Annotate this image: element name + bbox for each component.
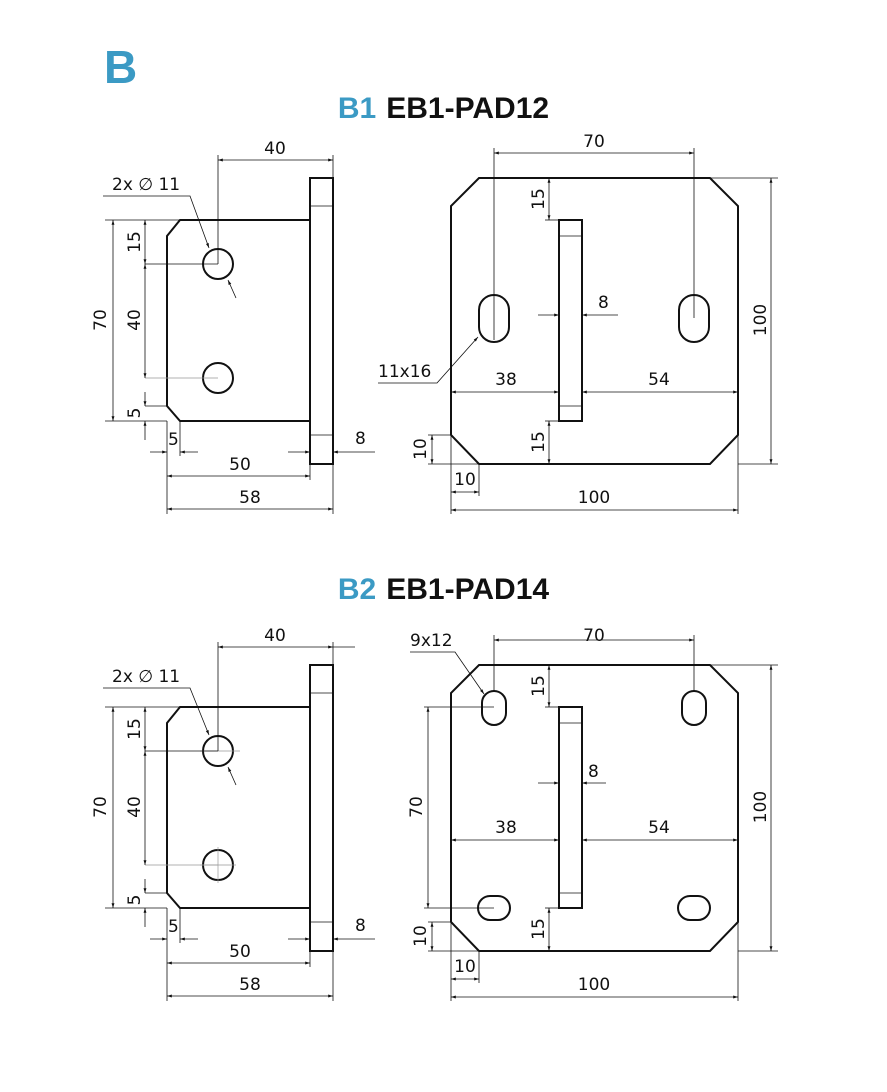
- dimension-label: 70: [91, 796, 111, 818]
- slot: [481, 690, 507, 726]
- dimension-label: 8: [598, 293, 609, 313]
- dimension-label: 38: [495, 818, 517, 838]
- dimension-label: 5: [125, 408, 145, 419]
- dimension-label: 50: [229, 455, 251, 475]
- dimension-label: 54: [648, 370, 670, 390]
- drawing-code: B1: [337, 92, 377, 125]
- dimension-label: 15: [529, 675, 549, 697]
- dimension-label: 54: [648, 818, 670, 838]
- drawing-name: EB1-PAD12: [386, 92, 550, 125]
- dimension-label: 8: [588, 762, 599, 782]
- dimension-label: 10: [411, 438, 431, 460]
- dimension-label: 10: [454, 957, 476, 977]
- drawing-title-b1: B1 EB1-PAD12: [0, 92, 887, 126]
- dimension-label: 9x12: [410, 631, 453, 651]
- drawing-code: B2: [337, 573, 377, 606]
- dimension-label: 58: [239, 488, 261, 508]
- dimension-label: 5: [168, 917, 179, 937]
- dimension-label: 40: [125, 309, 145, 331]
- dimension-label: 100: [751, 304, 771, 336]
- dimension-label: 15: [125, 231, 145, 253]
- dimension-label: 5: [168, 430, 179, 450]
- dimension-label: 50: [229, 942, 251, 962]
- b1-side-view: 40 2x ∅ 11 70 15 40 5 5 50 58 8: [91, 139, 375, 514]
- b1-top-view: 70 100 15 8 11x16 38 54 15 10 10 10: [378, 132, 778, 514]
- dimension-label: 70: [583, 132, 605, 152]
- b2-side-view: 40 2x ∅ 11 70 15 40 5 5 50 58 8: [91, 626, 375, 1001]
- dimension-label: 2x ∅ 11: [112, 667, 180, 687]
- dimension-label: 38: [495, 370, 517, 390]
- dimension-label: 5: [125, 895, 145, 906]
- dimension-label: 15: [125, 718, 145, 740]
- section-letter: B: [104, 41, 138, 93]
- dimension-label: 58: [239, 975, 261, 995]
- dimension-label: 40: [125, 796, 145, 818]
- dimension-label: 70: [91, 309, 111, 331]
- dimension-label: 15: [529, 431, 549, 453]
- dimension-label: 100: [751, 791, 771, 823]
- dimension-label: 70: [407, 796, 427, 818]
- drawing-name: EB1-PAD14: [386, 573, 550, 606]
- dimension-label: 15: [529, 188, 549, 210]
- dimension-label: 2x ∅ 11: [112, 175, 180, 195]
- dimension-label: 15: [529, 918, 549, 940]
- dimension-label: 70: [583, 626, 605, 646]
- b2-top-view: 70 9x12 100 15 8 70 38 54 15 10: [407, 626, 778, 1001]
- dimension-label: 8: [355, 429, 366, 449]
- dimension-label: 100: [578, 975, 610, 995]
- dimension-label: 100: [578, 488, 610, 508]
- drawing-title-b2: B2 EB1-PAD14: [0, 573, 887, 607]
- slot: [681, 690, 707, 726]
- dimension-label: 10: [454, 470, 476, 490]
- dimension-label: 40: [264, 139, 286, 159]
- dimension-label: 8: [355, 916, 366, 936]
- slot: [677, 895, 711, 921]
- dimension-label: 11x16: [378, 362, 431, 382]
- dimension-label: 10: [411, 925, 431, 947]
- dimension-label: 40: [264, 626, 286, 646]
